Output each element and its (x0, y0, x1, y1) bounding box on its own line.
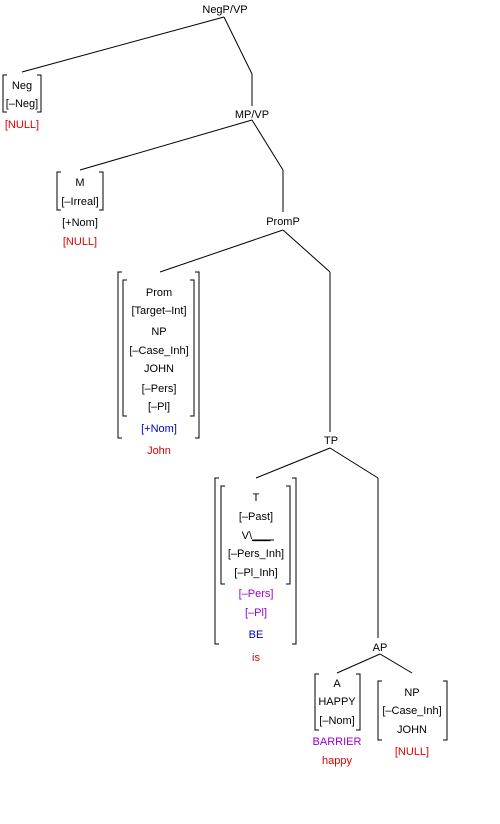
branch-mp-m (79, 119, 253, 171)
np-case-feature: [–Case_Inh] (382, 705, 441, 717)
t-pl-inh-feature: [–Pl_Inh] (234, 567, 277, 579)
bracket-np-left (377, 680, 382, 741)
bracket-m-left (56, 171, 61, 211)
bracket-t-inner-left (220, 485, 225, 585)
bracket-m-right (99, 171, 104, 211)
bracket-prom-outer-right (195, 271, 200, 439)
prom-np-category: NP (151, 326, 166, 338)
np-lexeme: JOHN (397, 724, 427, 736)
a-barrier: BARRIER (313, 736, 362, 748)
t-verb: BE (249, 629, 264, 641)
node-ap-label: AP (373, 642, 388, 654)
a-word: happy (322, 755, 352, 767)
node-promp-label: PromP (266, 216, 300, 228)
t-category: T (253, 492, 260, 504)
prom-pers-feature: [–Pers] (142, 383, 177, 395)
branch-mp-right (251, 119, 284, 171)
bracket-np-right (443, 680, 448, 741)
neg-category: Neg (12, 80, 32, 92)
leaf-m: M [–Irreal] [+Nom] [NULL] (61, 177, 98, 248)
bracket-t-outer-left (214, 477, 219, 645)
prom-case-feature: [–Case_Inh] (129, 345, 188, 357)
node-tp-label: TP (324, 435, 338, 447)
t-subcat-frame: V\___ (242, 530, 272, 542)
m-feature: [–Irreal] (61, 196, 98, 208)
node-negp-label: NegP/VP (202, 4, 247, 16)
branch-tp-t (255, 447, 331, 479)
leaf-np: NP [–Case_Inh] JOHN [NULL] (382, 687, 441, 758)
branch-promp-right (282, 229, 331, 273)
m-case: [+Nom] (62, 217, 98, 229)
bracket-prom-inner-left (122, 279, 127, 417)
leaf-prom: Prom [Target–Int] NP [–Case_Inh] JOHN [–… (129, 287, 188, 457)
np-category: NP (404, 687, 419, 699)
np-word: [NULL] (395, 746, 429, 758)
prom-pl-feature: [–Pl] (148, 401, 170, 413)
prom-category: Prom (146, 287, 172, 299)
bracket-prom-inner-right (190, 279, 195, 417)
neg-feature: [–Neg] (6, 98, 38, 110)
branch-tp-right (329, 447, 379, 479)
bracket-prom-outer-left (117, 271, 122, 439)
bracket-a-right (356, 673, 361, 731)
a-lexeme: HAPPY (318, 696, 356, 708)
phrase-labels: NegP/VP MP/VP PromP TP AP (202, 4, 387, 654)
a-category: A (333, 678, 341, 690)
prom-word: John (147, 445, 171, 457)
leaf-a: A HAPPY [–Nom] BARRIER happy (313, 678, 362, 767)
branch-negp-neg (21, 16, 225, 73)
prom-case: [+Nom] (141, 423, 177, 435)
t-word: is (252, 652, 260, 664)
a-nom-feature: [–Nom] (319, 715, 354, 727)
bracket-t-inner-right (286, 485, 291, 585)
prom-lexeme: JOHN (144, 363, 174, 375)
m-category: M (75, 177, 84, 189)
bracket-neg-left (2, 74, 7, 113)
t-agr-pers: [–Pers] (239, 588, 274, 600)
branch-promp-prom (159, 229, 284, 273)
branch-ap-np (379, 653, 413, 674)
branch-ap-a (336, 653, 381, 674)
t-agr-pl: [–Pl] (245, 607, 267, 619)
neg-word: [NULL] (5, 119, 39, 131)
bracket-t-outer-right (292, 477, 297, 645)
bracket-a-left (314, 673, 319, 731)
m-word: [NULL] (63, 236, 97, 248)
t-pers-inh-feature: [–Pers_Inh] (228, 548, 284, 560)
node-mp-label: MP/VP (235, 109, 269, 121)
branch-negp-right (223, 16, 253, 75)
prom-target-feature: [Target–Int] (131, 305, 186, 317)
bracket-neg-right (37, 74, 42, 113)
t-past-feature: [–Past] (239, 511, 273, 523)
leaf-t: T [–Past] V\___ [–Pers_Inh] [–Pl_Inh] [–… (228, 492, 284, 664)
leaf-neg: Neg [–Neg] [NULL] (5, 80, 39, 131)
feature-brackets (2, 74, 448, 741)
tree-branches (21, 16, 413, 674)
